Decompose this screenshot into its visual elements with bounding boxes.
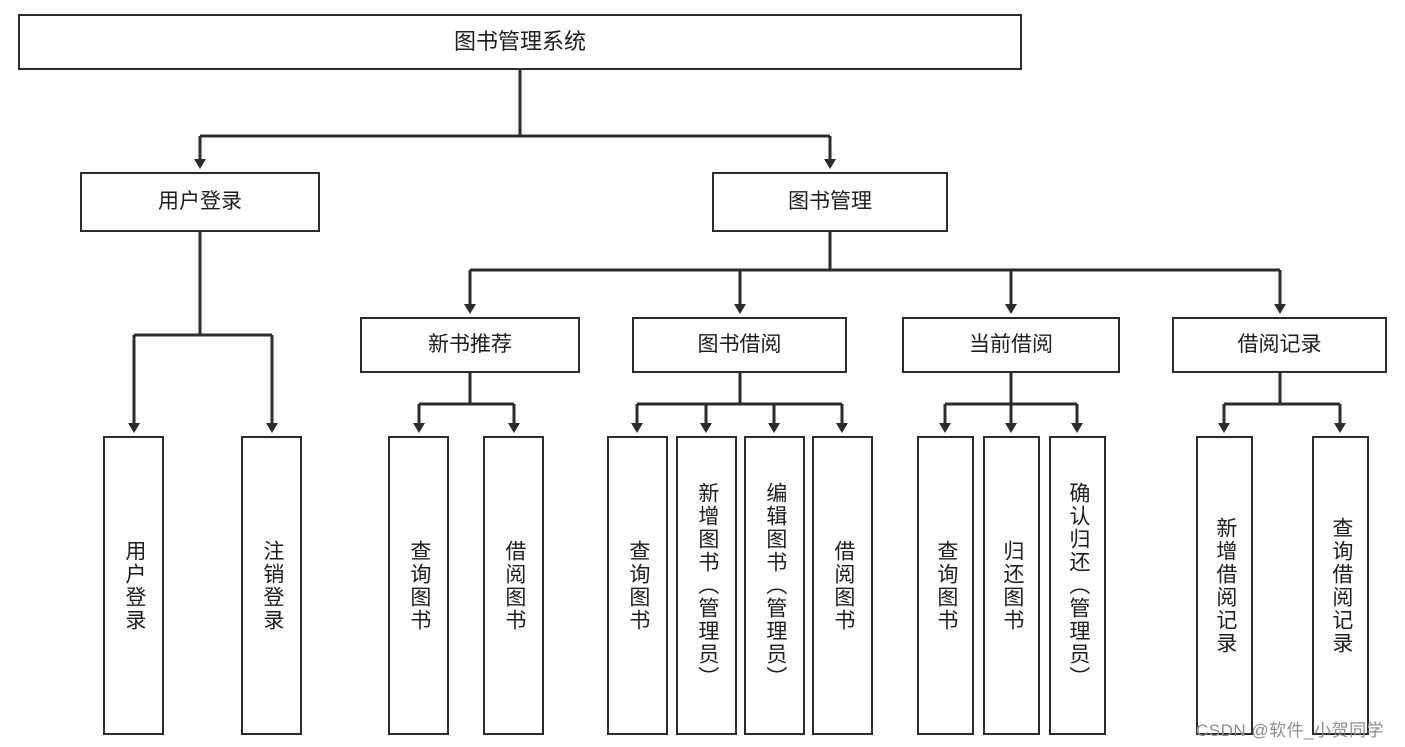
node-label: 用户登录 bbox=[122, 539, 146, 632]
node-label: 查询借阅记录 bbox=[1329, 516, 1353, 655]
node-current-borrow[interactable]: 当前借阅 bbox=[902, 317, 1120, 373]
node-leaf-confirm-return[interactable]: 确认归还（管理员） bbox=[1049, 436, 1106, 735]
node-label: 查询图书 bbox=[934, 539, 958, 632]
node-borrow-record[interactable]: 借阅记录 bbox=[1172, 317, 1387, 373]
node-user-login[interactable]: 用户登录 bbox=[80, 172, 320, 232]
node-leaf-edit-book[interactable]: 编辑图书（管理员） bbox=[744, 436, 805, 735]
node-leaf-add-record[interactable]: 新增借阅记录 bbox=[1196, 436, 1253, 735]
node-leaf-query-record[interactable]: 查询借阅记录 bbox=[1312, 436, 1369, 735]
node-label: 当前借阅 bbox=[969, 332, 1053, 356]
node-new-book-rec[interactable]: 新书推荐 bbox=[360, 317, 580, 373]
node-leaf-user-login[interactable]: 用户登录 bbox=[103, 436, 164, 735]
node-label: 借阅图书 bbox=[502, 539, 526, 632]
node-leaf-return-book[interactable]: 归还图书 bbox=[983, 436, 1040, 735]
node-leaf-borrow-book-2[interactable]: 借阅图书 bbox=[812, 436, 873, 735]
node-label: 图书管理系统 bbox=[453, 29, 586, 55]
node-label: 借阅图书 bbox=[831, 539, 855, 632]
node-label: 新增借阅记录 bbox=[1213, 516, 1237, 655]
node-label: 用户登录 bbox=[158, 189, 242, 213]
node-leaf-query-book-3[interactable]: 查询图书 bbox=[917, 436, 974, 735]
node-label: 编辑图书（管理员） bbox=[763, 482, 787, 689]
node-book-borrow[interactable]: 图书借阅 bbox=[632, 317, 847, 373]
node-label: 借阅记录 bbox=[1237, 332, 1322, 356]
watermark-text: CSDN @软件_小贺同学 bbox=[1196, 721, 1385, 740]
node-label: 图书管理 bbox=[788, 189, 872, 213]
node-label: 新增图书（管理员） bbox=[695, 482, 719, 689]
node-label: 查询图书 bbox=[407, 539, 431, 632]
node-label: 图书借阅 bbox=[697, 332, 782, 356]
node-leaf-add-book[interactable]: 新增图书（管理员） bbox=[676, 436, 737, 735]
node-label: 确认归还（管理员） bbox=[1066, 482, 1090, 689]
node-book-manage[interactable]: 图书管理 bbox=[712, 172, 948, 232]
node-label: 注销登录 bbox=[260, 539, 284, 632]
node-label: 新书推荐 bbox=[428, 332, 512, 356]
node-label: 归还图书 bbox=[1000, 539, 1024, 632]
node-label: 查询图书 bbox=[626, 539, 650, 632]
node-leaf-logout[interactable]: 注销登录 bbox=[241, 436, 302, 735]
node-leaf-query-book-2[interactable]: 查询图书 bbox=[607, 436, 668, 735]
node-leaf-borrow-book-1[interactable]: 借阅图书 bbox=[483, 436, 544, 735]
node-leaf-query-book-1[interactable]: 查询图书 bbox=[388, 436, 449, 735]
node-root[interactable]: 图书管理系统 bbox=[18, 14, 1022, 70]
